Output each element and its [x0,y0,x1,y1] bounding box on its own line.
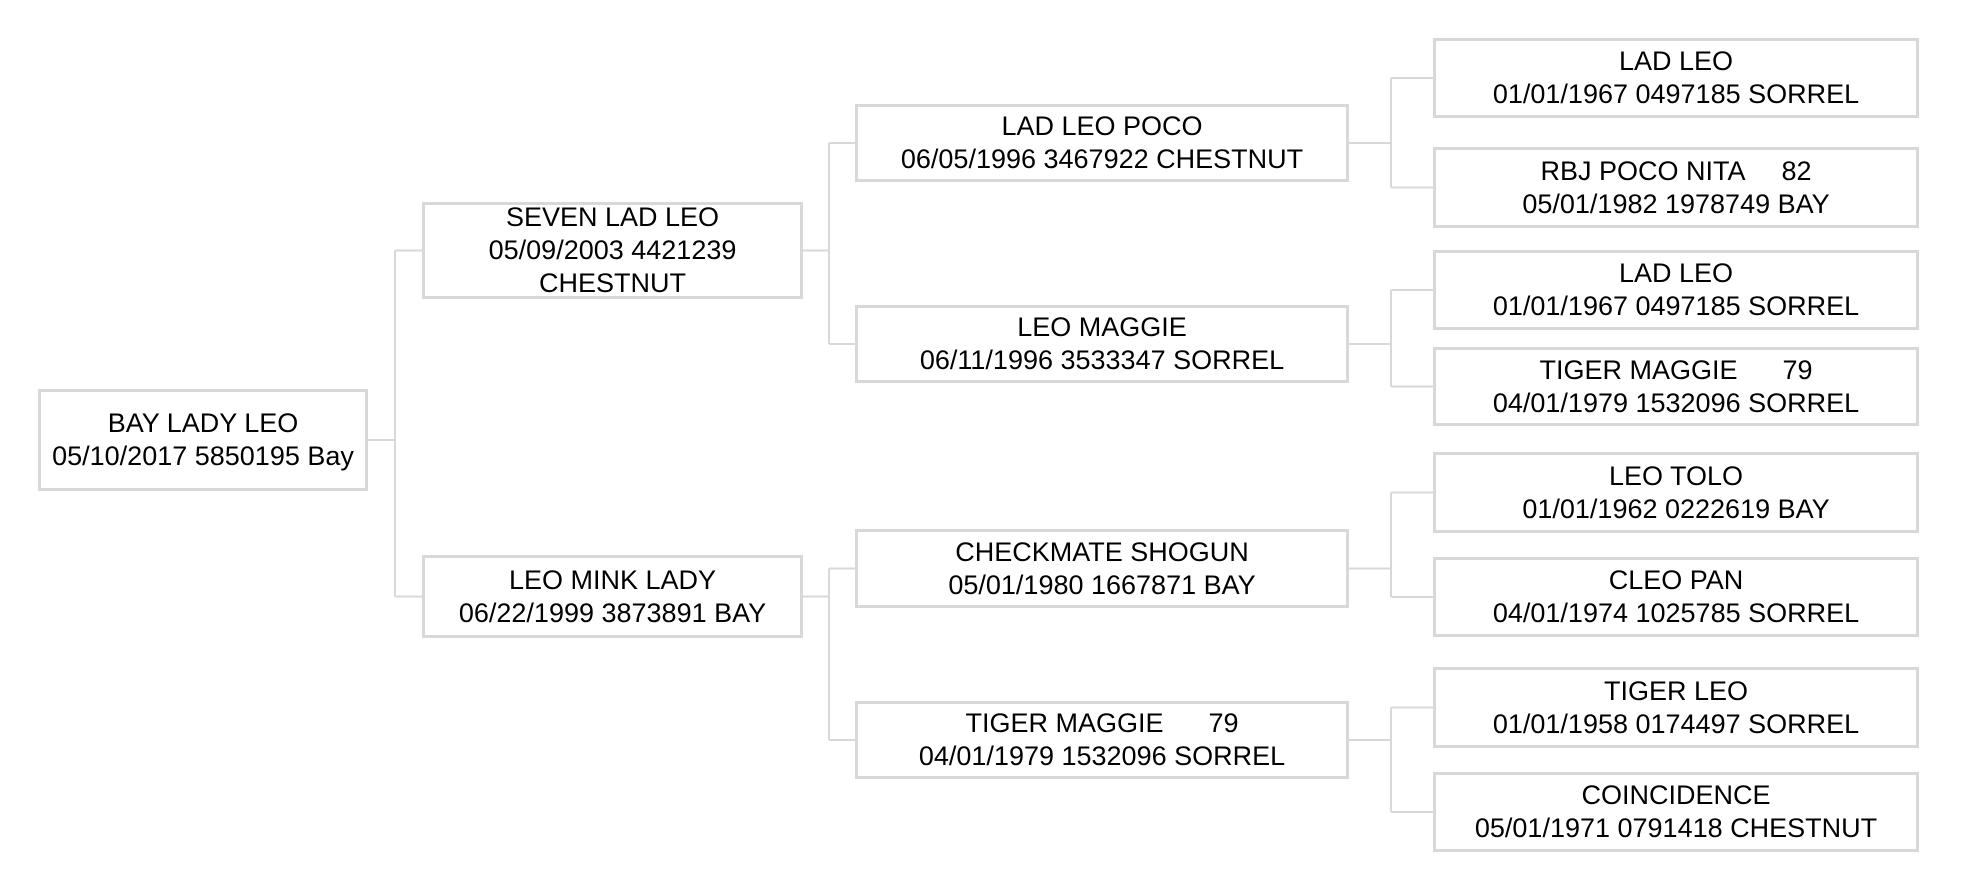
horse-name: BAY LADY LEO [107,408,299,438]
horse-details: 01/01/1967 0497185 SORREL [1492,291,1860,321]
pedigree-node-sire: SEVEN LAD LEO 05/09/2003 4421239 CHESTNU… [422,202,803,299]
horse-name: LEO MAGGIE [1017,312,1187,342]
pedigree-node-sire-dam: LEO MAGGIE 06/11/1996 3533347 SORREL [855,305,1349,383]
horse-name: RBJ POCO NITA 82 [1540,155,1812,186]
pedigree-node-sire-dam-sire: LAD LEO 01/01/1967 0497185 SORREL [1433,250,1919,330]
horse-name: TIGER MAGGIE 79 [1539,354,1813,385]
horse-name: TIGER LEO [1603,675,1749,706]
pedigree-node-dam-sire: CHECKMATE SHOGUN 05/01/1980 1667871 BAY [855,529,1349,608]
horse-details: 06/05/1996 3467922 CHESTNUT [900,144,1304,174]
horse-name: LAD LEO [1618,258,1734,288]
pedigree-node-dam-dam: TIGER MAGGIE 79 04/01/1979 1532096 SORRE… [855,701,1349,779]
pedigree-node-sire-sire-sire: LAD LEO 01/01/1967 0497185 SORREL [1433,38,1919,118]
horse-details: 05/09/2003 4421239 CHESTNUT [488,235,744,298]
pedigree-node-subject: BAY LADY LEO 05/10/2017 5850195 Bay [38,389,368,491]
horse-name: LAD LEO [1618,46,1734,76]
horse-details: 05/01/1980 1667871 BAY [948,569,1256,600]
pedigree-node-sire-sire-dam: RBJ POCO NITA 82 05/01/1982 1978749 BAY [1433,147,1919,228]
horse-details: 01/01/1967 0497185 SORREL [1492,79,1860,109]
horse-details: 05/01/1971 0791418 CHESTNUT [1474,813,1878,843]
horse-details: 04/01/1979 1532096 SORREL [918,741,1286,771]
horse-details: 04/01/1979 1532096 SORREL [1492,387,1860,418]
horse-name: COINCIDENCE [1581,780,1771,810]
horse-details: 05/01/1982 1978749 BAY [1522,188,1830,219]
horse-details: 01/01/1962 0222619 BAY [1522,493,1830,524]
horse-name: TIGER MAGGIE 79 [965,708,1239,738]
horse-name: LEO TOLO [1608,460,1744,491]
pedigree-node-sire-dam-dam: TIGER MAGGIE 79 04/01/1979 1532096 SORRE… [1433,347,1919,426]
horse-name: SEVEN LAD LEO [505,202,720,232]
pedigree-node-dam-dam-sire: TIGER LEO 01/01/1958 0174497 SORREL [1433,667,1919,748]
pedigree-node-dam-dam-dam: COINCIDENCE 05/01/1971 0791418 CHESTNUT [1433,772,1919,852]
horse-name: LAD LEO POCO [1001,111,1203,141]
pedigree-node-dam-sire-sire: LEO TOLO 01/01/1962 0222619 BAY [1433,452,1919,533]
horse-name: CLEO PAN [1608,565,1744,595]
horse-name: CHECKMATE SHOGUN [955,536,1249,567]
pedigree-node-dam: LEO MINK LADY 06/22/1999 3873891 BAY [422,555,803,638]
pedigree-node-dam-sire-dam: CLEO PAN 04/01/1974 1025785 SORREL [1433,557,1919,637]
horse-details: 05/10/2017 5850195 Bay [52,441,354,471]
horse-details: 04/01/1974 1025785 SORREL [1492,598,1860,628]
horse-details: 06/11/1996 3533347 SORREL [919,345,1285,375]
horse-details: 01/01/1958 0174497 SORREL [1492,708,1860,739]
horse-name: LEO MINK LADY [508,564,717,595]
pedigree-node-sire-sire: LAD LEO POCO 06/05/1996 3467922 CHESTNUT [855,104,1349,182]
horse-details: 06/22/1999 3873891 BAY [458,597,767,628]
